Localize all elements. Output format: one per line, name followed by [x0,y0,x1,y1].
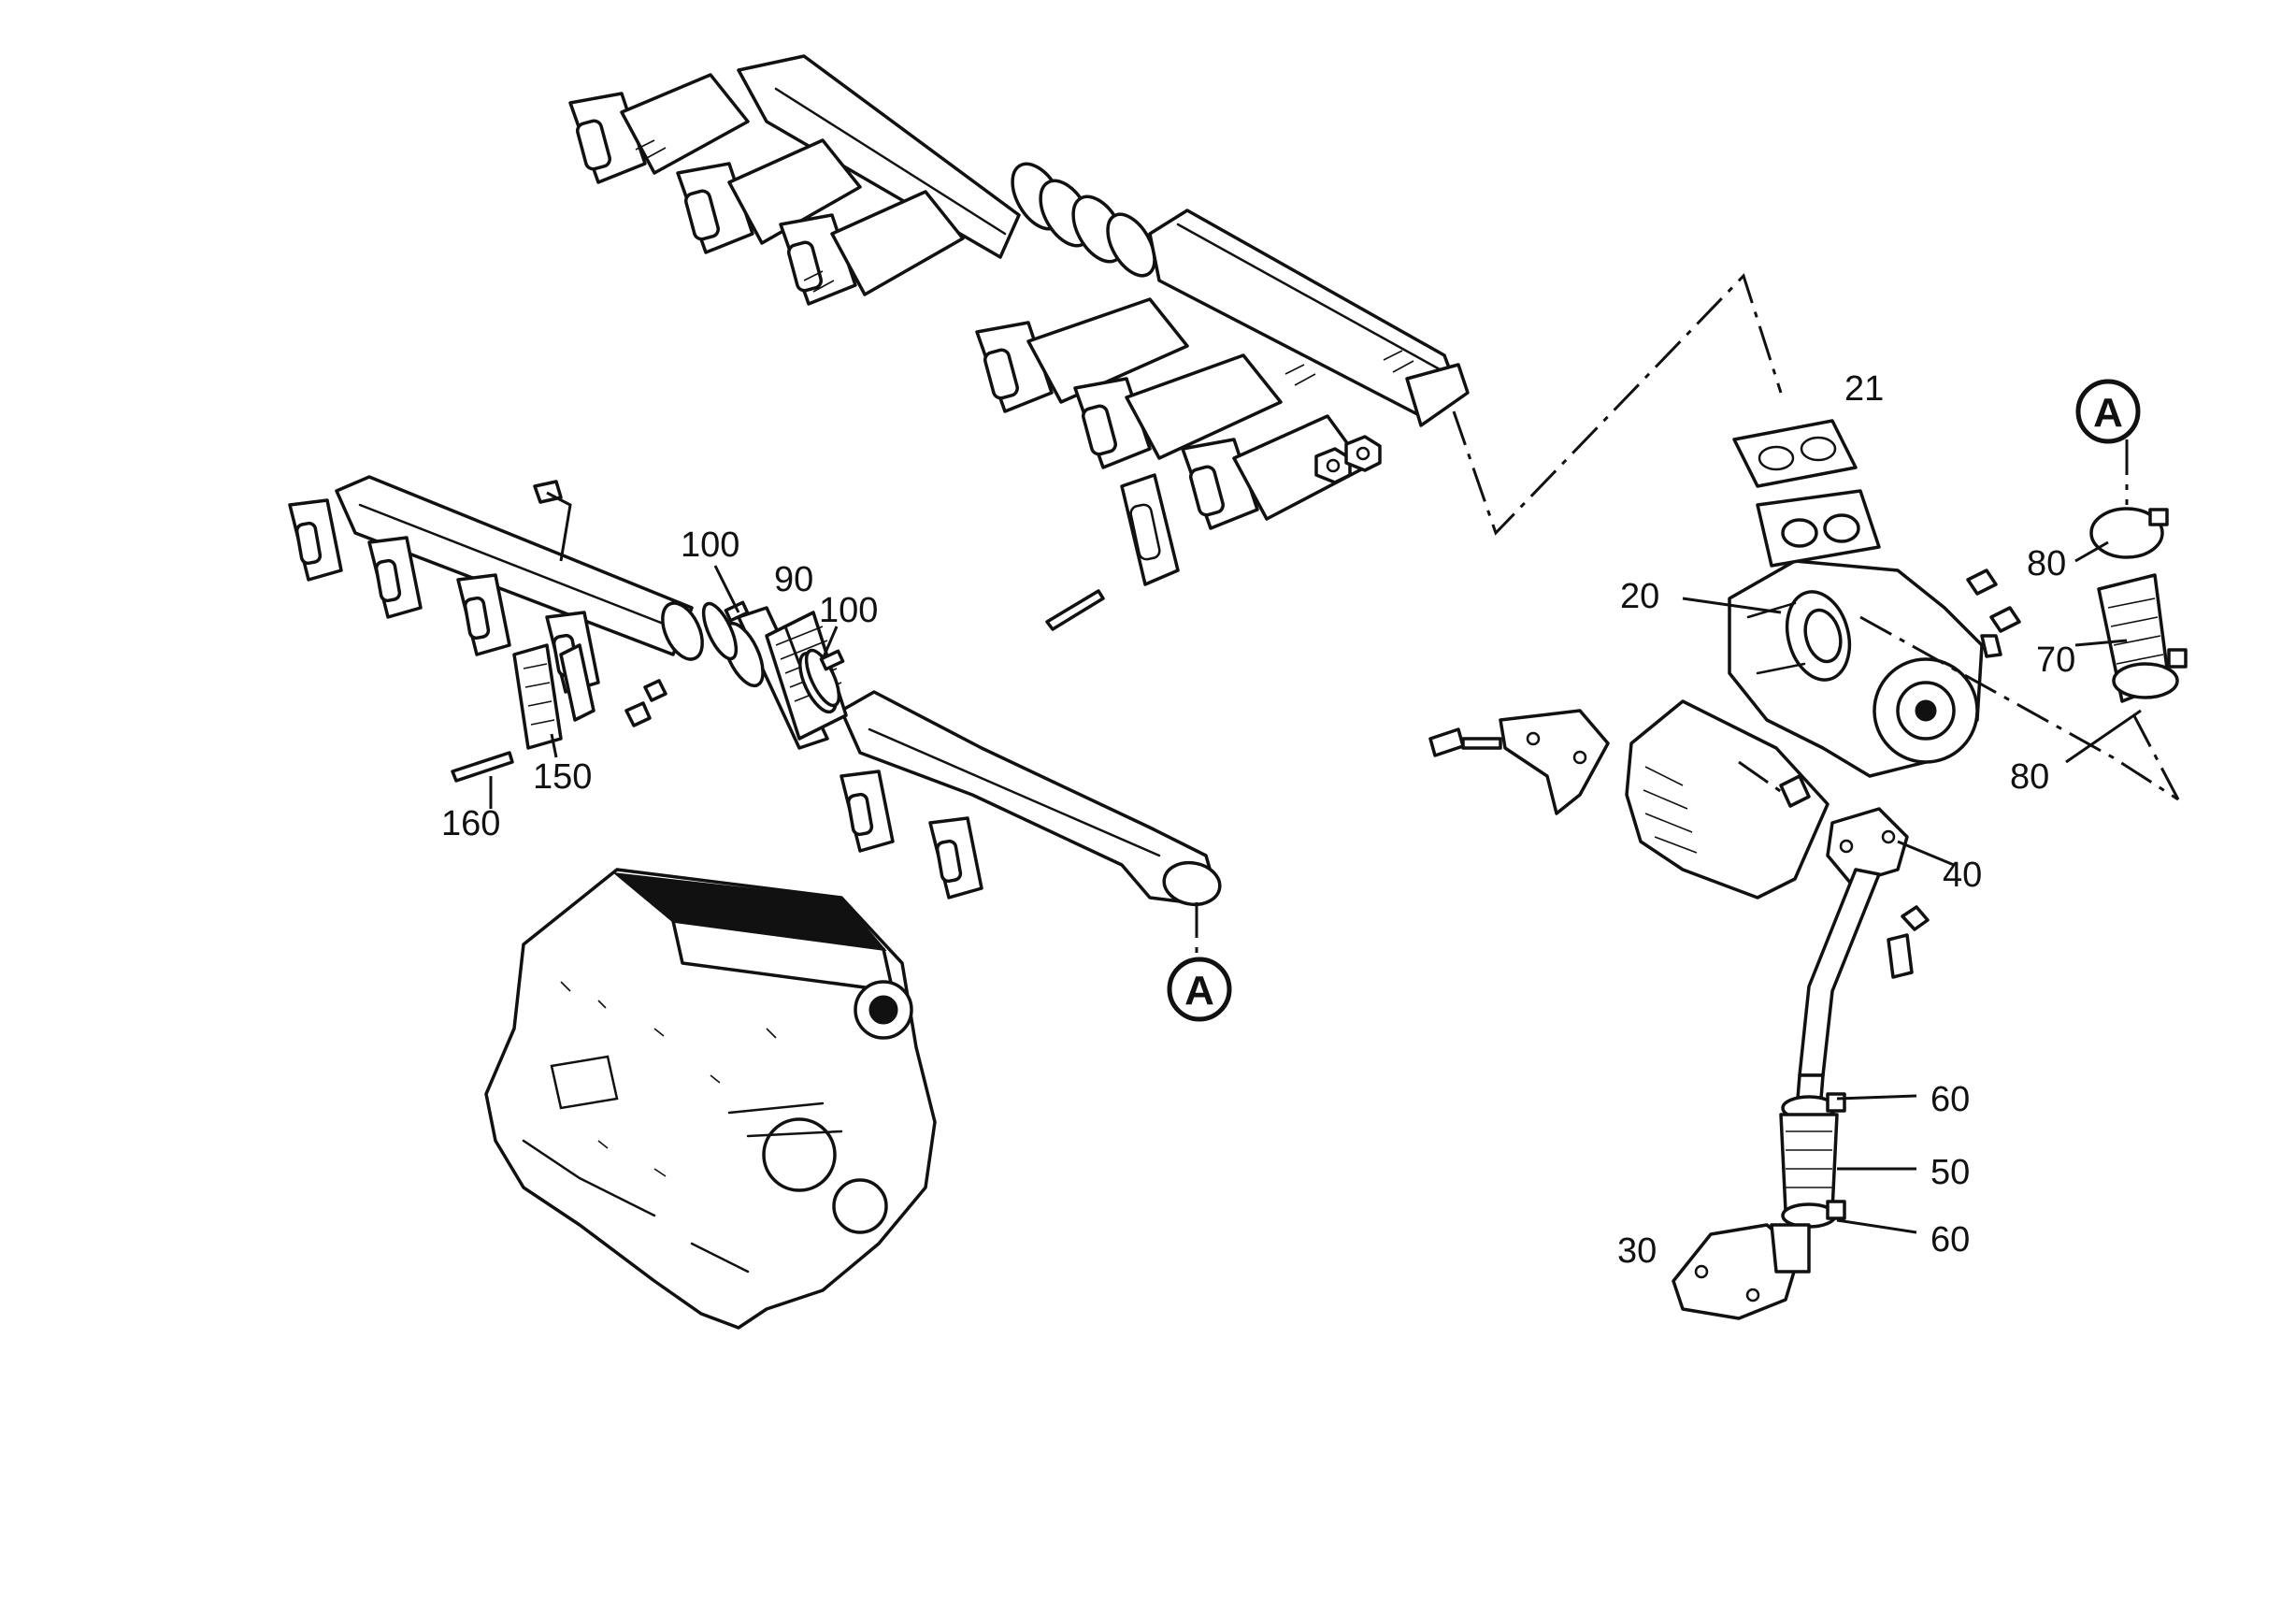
manifold-port-gasket [1120,473,1180,586]
callout-60-upper: 60 [1930,1080,1970,1119]
oil-elbow-30 [1672,1223,1811,1320]
turbo-bolts [1428,569,2021,979]
clamp-100-right [804,648,845,708]
reference-marker-a-top: A [2075,379,2141,444]
reference-marker-a-lower: A [1167,957,1232,1022]
callout-20: 20 [1620,577,1659,616]
oil-flange-40 [1826,807,1909,885]
callout-80-upper: 80 [2027,544,2066,583]
callout-100-right: 100 [819,591,878,630]
callout-70: 70 [2036,640,2075,680]
upper-exhaust-manifold [568,54,1470,530]
lower-exhaust-manifold [288,475,1222,907]
heat-shield-150 [512,643,596,750]
turbo-bracket [1499,709,1610,815]
upper-manifold-runners [568,73,1367,530]
callout-40: 40 [1943,856,1982,895]
hose-clamp-80-lower [2112,648,2188,699]
reference-a-top-label: A [2093,390,2123,436]
callout-60-lower: 60 [1930,1220,1970,1259]
turbocharger-20 [1728,559,1984,778]
callout-50: 50 [1930,1153,1970,1192]
reference-a-lower-label: A [1184,968,1214,1014]
callout-80-lower: 80 [2010,757,2049,797]
callout-30: 30 [1617,1231,1657,1271]
turbo-gasket-21 [1732,419,1858,488]
hose-clamp-80-upper [2089,507,2169,559]
manifold-stud [1045,589,1105,631]
callout-150: 150 [533,757,592,797]
part-callouts: 21 20 80 70 80 40 60 50 60 30 100 90 100… [441,369,2075,1271]
oil-hose-50 [1779,1113,1839,1213]
turbo-mounting-flange [1756,489,1881,568]
callout-21: 21 [1844,369,1884,409]
engine-block-overview [484,868,937,1330]
turbo-heat-shield [1625,699,1830,900]
manifold-nuts [1314,435,1382,484]
center-lines [1195,273,2180,958]
oil-return-pipe [1796,868,1881,1101]
leader-lines [489,540,2142,1234]
callout-160: 160 [441,804,500,843]
callout-90: 90 [774,560,813,599]
hose-clamp-60-lower [1781,1200,1846,1229]
callout-100-left: 100 [681,525,739,565]
